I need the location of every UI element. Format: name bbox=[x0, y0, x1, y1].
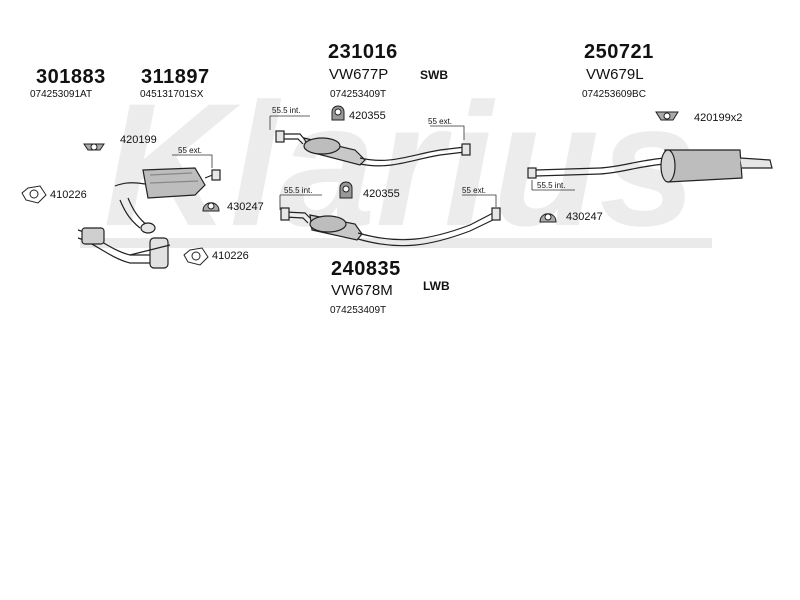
fitting-label-420355-top: 420355 bbox=[349, 110, 386, 122]
clamp-icon-420199 bbox=[83, 143, 105, 151]
oe-number-240835: 074253409T bbox=[330, 305, 387, 316]
code-240835: VW678M bbox=[331, 282, 393, 299]
fitting-label-430247-right: 430247 bbox=[566, 211, 603, 223]
lwb-centre-section bbox=[280, 207, 501, 247]
code-250721: VW679L bbox=[586, 66, 644, 83]
oe-number-250721: 074253609BC bbox=[582, 89, 646, 100]
oe-number-231016: 074253409T bbox=[330, 89, 387, 100]
mount-icon-420355-bottom bbox=[339, 181, 353, 199]
swb-label: SWB bbox=[420, 68, 448, 82]
fitting-label-420199: 420199 bbox=[120, 134, 157, 146]
oe-number-301883: 074253091AT bbox=[30, 89, 93, 100]
hanger-icon-430247-right bbox=[539, 213, 557, 223]
clamp-icon-420199x2 bbox=[655, 111, 679, 121]
downpipe-part bbox=[77, 227, 171, 269]
ext-label-front: 55 ext. bbox=[178, 146, 203, 155]
rear-section bbox=[527, 149, 773, 183]
ext-label-swb: 55 ext. bbox=[428, 117, 453, 126]
int-label-swb: 55.5 int. bbox=[272, 106, 301, 115]
part-number-240835: 240835 bbox=[331, 258, 401, 280]
ext-label-lwb: 55 ext. bbox=[462, 186, 487, 195]
part-number-250721: 250721 bbox=[584, 41, 654, 63]
fitting-label-430247-left: 430247 bbox=[227, 201, 264, 213]
lwb-label: LWB bbox=[423, 279, 450, 293]
part-number-311897: 311897 bbox=[141, 66, 210, 88]
fitting-label-410226-top: 410226 bbox=[50, 189, 87, 201]
part-number-301883: 301883 bbox=[36, 66, 106, 88]
dimension-lines bbox=[172, 115, 575, 210]
gasket-icon-410226-bottom bbox=[183, 247, 209, 266]
oe-number-311897: 045131701SX bbox=[140, 89, 204, 100]
fitting-label-410226-bottom: 410226 bbox=[212, 250, 249, 262]
code-231016: VW677P bbox=[329, 66, 389, 83]
mount-icon-420355-top bbox=[331, 105, 345, 121]
fitting-label-420199x2: 420199x2 bbox=[694, 112, 743, 124]
swb-centre-section bbox=[275, 130, 471, 167]
fitting-label-420355-bottom: 420355 bbox=[363, 188, 400, 200]
int-label-lwb: 55.5 int. bbox=[284, 186, 313, 195]
gasket-icon-410226-top bbox=[21, 185, 47, 204]
klarius-watermark: Klarius bbox=[103, 68, 696, 263]
part-number-231016: 231016 bbox=[328, 41, 398, 63]
hanger-icon-430247-left bbox=[202, 202, 220, 212]
watermark-bar bbox=[80, 238, 712, 248]
catalytic-converter-part bbox=[114, 167, 221, 234]
int-label-rear: 55.5 int. bbox=[537, 181, 566, 190]
